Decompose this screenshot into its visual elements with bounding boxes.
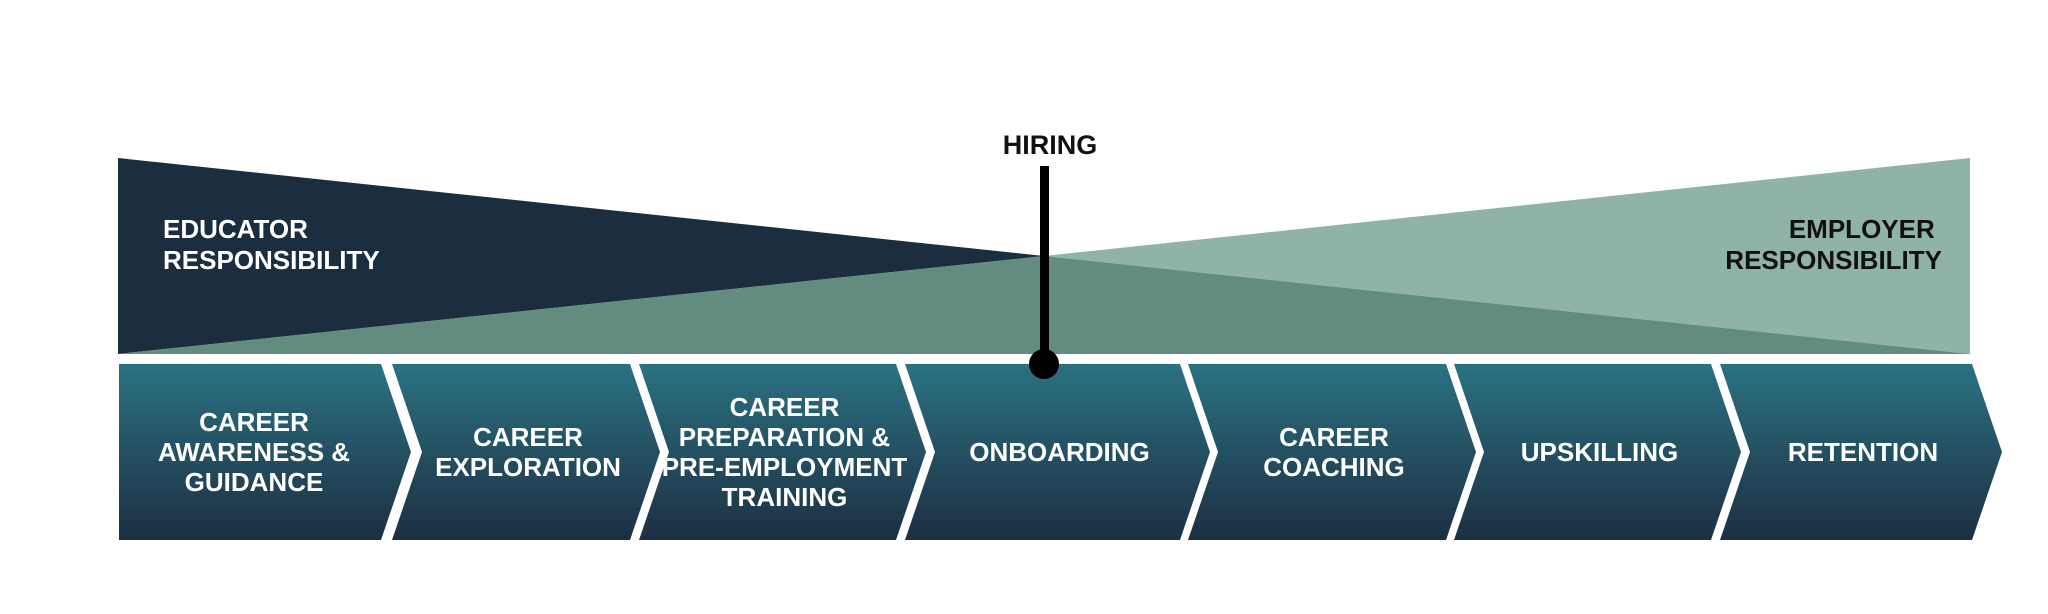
stage-label-upskilling: UPSKILLING	[1521, 437, 1678, 467]
stage-label-line: AWARENESS &	[158, 437, 350, 467]
stage-label-line: COACHING	[1263, 452, 1405, 482]
stage-label-line: PREPARATION &	[679, 422, 890, 452]
hiring-marker-dot	[1029, 349, 1059, 379]
hiring-marker-line	[1040, 166, 1049, 364]
stage-label-line: UPSKILLING	[1521, 437, 1678, 467]
stage-label-line: CAREER	[730, 392, 840, 422]
hiring-label: HIRING	[1003, 130, 1098, 160]
stage-chevron-career-coaching	[1188, 364, 1476, 540]
stage-chevron-onboarding	[905, 364, 1210, 540]
stage-label-line: ONBOARDING	[969, 437, 1150, 467]
stage-chevron-upskilling	[1454, 364, 1741, 540]
stage-label-line: GUIDANCE	[185, 467, 324, 497]
stage-label-line: CAREER	[1279, 422, 1389, 452]
stage-chevron-career-preparation	[639, 364, 926, 540]
stage-label-onboarding: ONBOARDING	[969, 437, 1150, 467]
stage-label-line: EXPLORATION	[435, 452, 621, 482]
stage-label-line: RETENTION	[1788, 437, 1938, 467]
stage-chevron-career-exploration	[392, 364, 660, 540]
hiring-marker: HIRING	[1003, 130, 1098, 379]
stage-label-line: CAREER	[199, 407, 309, 437]
educator-responsibility-label: EDUCATOR RESPONSIBILITY	[163, 214, 380, 275]
employer-responsibility-wedge	[1044, 158, 1970, 354]
employer-responsibility-label: EMPLOYER RESPONSIBILITY	[1725, 214, 1942, 275]
stage-label-line: CAREER	[473, 422, 583, 452]
stage-label-line: TRAINING	[722, 482, 848, 512]
stage-chevron-career-awareness	[119, 364, 411, 540]
educator-responsibility-wedge	[118, 158, 1044, 354]
stage-label-retention: RETENTION	[1788, 437, 1938, 467]
stage-chevron-retention	[1720, 364, 2002, 540]
stage-label-line: PRE-EMPLOYMENT	[662, 452, 908, 482]
